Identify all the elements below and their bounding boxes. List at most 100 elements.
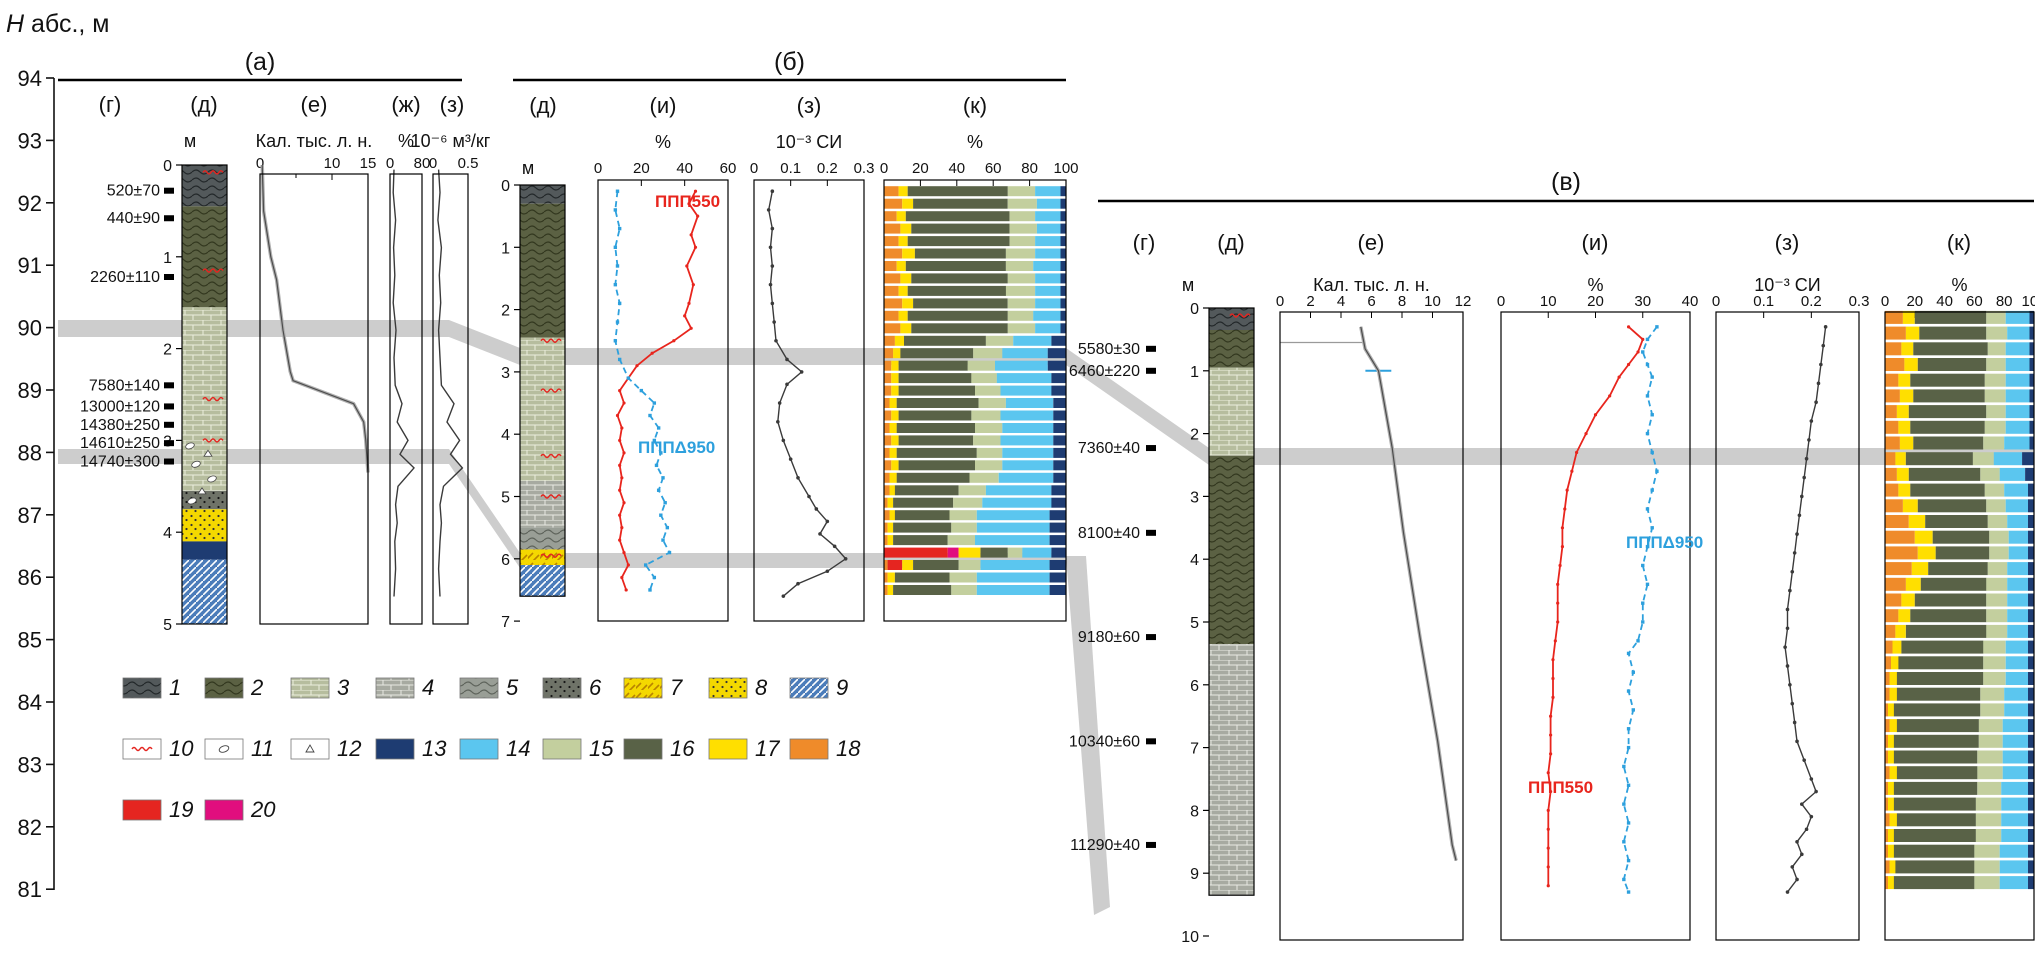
composition-segment-magenta: [947, 547, 959, 558]
column-label: (з): [1775, 230, 1800, 255]
series-marker: [615, 413, 620, 418]
column-label: (ж): [391, 92, 420, 117]
series-marker: [1551, 695, 1555, 699]
axis-tick-label: 0: [880, 160, 888, 177]
measurement-marker: [1795, 840, 1799, 844]
measurement-marker: [774, 338, 778, 343]
composition-segment-palegreen: [1986, 310, 2006, 324]
measurement-marker: [768, 282, 773, 287]
depth-tick-label: 3: [501, 365, 510, 382]
composition-segment-palegreen: [1007, 186, 1036, 197]
composition-segment-yellow: [1888, 734, 1894, 748]
composition-segment-yellow: [1895, 624, 1906, 638]
series-marker: [1549, 789, 1553, 794]
composition-segment-navy: [1049, 522, 1066, 533]
legend-swatch: [708, 738, 748, 760]
composition-segment-orange: [1885, 467, 1897, 481]
plot-caption: %: [655, 132, 671, 152]
measurement-marker: [1785, 890, 1790, 894]
series-line: [1622, 326, 1658, 893]
composition-segment-cyan: [2001, 797, 2028, 811]
composition-segment-navy: [2028, 766, 2034, 780]
column-label: (д): [190, 92, 218, 117]
composition-segment-cyan: [2002, 750, 2028, 764]
composition-segment-orange: [1885, 829, 1888, 842]
composition-segment-olive: [1893, 829, 1976, 842]
composition-segment-navy: [1060, 298, 1066, 309]
legend-item-5: 5: [459, 675, 519, 700]
composition-segment-orange: [1885, 452, 1896, 466]
legend-swatch: [375, 738, 415, 760]
composition-segment-yellow: [1917, 546, 1936, 560]
elevation-tick-label: 84: [18, 690, 42, 715]
composition-segment-cyan: [2005, 640, 2028, 654]
c14-date: 520±70: [107, 183, 160, 200]
composition-segment-olive: [1925, 515, 1988, 528]
series-marker: [1626, 745, 1631, 750]
composition-segment-palegreen: [951, 585, 977, 595]
composition-segment-orange: [1885, 687, 1890, 701]
composition-segment-olive: [894, 510, 950, 521]
series-marker: [1645, 582, 1650, 587]
legend-number: 18: [836, 736, 861, 761]
elevation-tick-label: 94: [18, 66, 42, 91]
composition-segment-navy: [1053, 410, 1066, 421]
series-marker: [659, 451, 663, 455]
plot-caption: %: [1951, 275, 1967, 295]
series-marker: [1645, 507, 1650, 511]
series-marker: [1584, 432, 1588, 436]
series-marker: [620, 476, 624, 480]
composition-segment-navy: [2028, 734, 2034, 748]
composition-segment-yellow: [889, 485, 895, 496]
composition-segment-yellow: [1892, 640, 1902, 654]
composition-segment-palegreen: [958, 560, 981, 570]
plot-frame: [389, 173, 423, 625]
composition-segment-orange: [884, 310, 899, 321]
series-marker: [1636, 639, 1640, 643]
depth-tick-label: 10: [1181, 929, 1199, 946]
composition-segment-palegreen: [1009, 236, 1036, 247]
series-marker: [1570, 469, 1574, 473]
legend-number: 10: [169, 736, 194, 761]
depth-tick-label: 0: [1190, 301, 1199, 318]
series-marker: [1641, 620, 1645, 624]
age-model-line: [1360, 326, 1457, 861]
composition-segment-navy: [2029, 373, 2034, 387]
composition-segment-palegreen: [1007, 547, 1023, 558]
composition-segment-olive: [1917, 499, 1987, 513]
plot-caption: %: [398, 131, 414, 151]
legend-number: 3: [337, 675, 350, 700]
composition-segment-orange: [1885, 420, 1899, 434]
composition-segment-cyan: [1013, 335, 1052, 346]
age-model-envelope: [260, 164, 370, 473]
composition-segment-orange: [1885, 656, 1891, 670]
series-marker: [615, 189, 620, 193]
composition-segment-palegreen: [1974, 860, 2000, 874]
composition-segment-cyan: [1000, 385, 1052, 396]
composition-segment-yellow: [889, 510, 895, 521]
lith-unit-3: [520, 337, 565, 481]
composition-segment-navy: [2028, 860, 2034, 874]
composition-segment-palegreen: [1986, 326, 2008, 340]
composition-segment-olive: [898, 435, 974, 446]
measurement-line: [1784, 326, 1827, 893]
red-squiggle: [540, 388, 562, 393]
measurement-marker: [781, 594, 786, 598]
measurement-marker: [1785, 664, 1790, 668]
measurement-marker: [799, 370, 804, 374]
plot-frame: [1715, 311, 1860, 941]
composition-segment-navy: [2028, 609, 2034, 623]
composition-segment-navy: [2029, 326, 2034, 340]
measurement-marker: [1804, 456, 1809, 461]
series-marker: [618, 463, 622, 467]
series-marker: [1645, 362, 1650, 367]
series-marker: [1641, 563, 1645, 568]
panels: (а)(г)(д)(е)(ж)(з)м012345520±70440±90226…: [58, 48, 2035, 946]
composition-segment-olive: [1914, 593, 1987, 607]
legend-swatch: [542, 677, 582, 699]
series-line: [616, 190, 699, 591]
series-marker: [693, 245, 698, 249]
plot-frame: [1500, 311, 1691, 941]
